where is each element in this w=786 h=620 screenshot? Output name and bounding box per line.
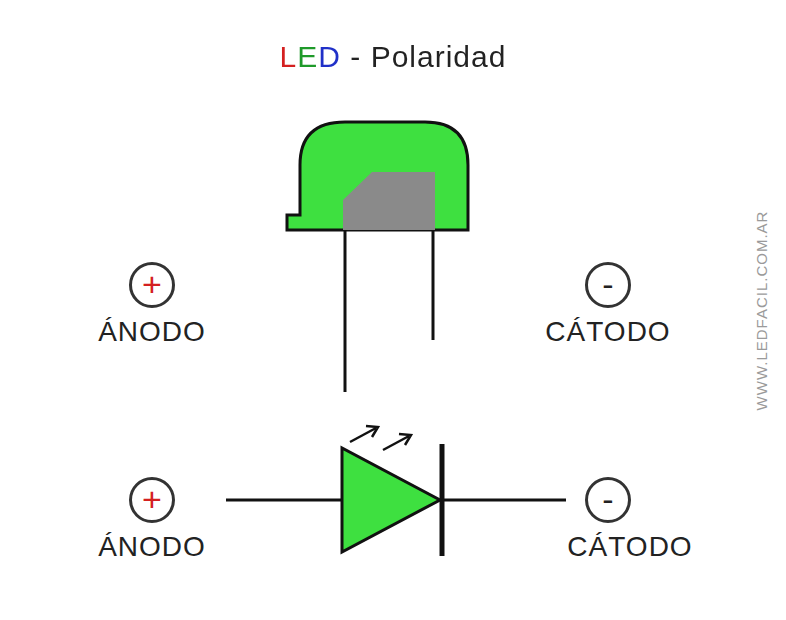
diagram-title: LED - Polaridad xyxy=(280,40,507,74)
led-die-anvil xyxy=(343,180,372,230)
light-arrows xyxy=(350,426,411,450)
polarity-sign: + xyxy=(142,267,162,301)
terminal-node: - CÁTODO xyxy=(508,262,708,348)
diode-bar xyxy=(440,444,445,556)
terminal-label: CÁTODO xyxy=(545,316,670,348)
terminal-label: ÁNODO xyxy=(98,316,206,348)
watermark: WWW.LEDFACIL.COM.AR xyxy=(754,210,771,410)
terminal-node: + ÁNODO xyxy=(52,477,252,563)
polarity-sign: + xyxy=(142,482,162,516)
polarity-circle: - xyxy=(585,477,631,523)
diode-triangle xyxy=(342,448,440,552)
polarity-circle: + xyxy=(129,262,175,308)
polarity-sign: - xyxy=(602,267,613,301)
terminal-node: - CÁTODO xyxy=(530,477,730,563)
terminal-label: ÁNODO xyxy=(98,531,206,563)
polarity-circle: + xyxy=(129,477,175,523)
polarity-sign: - xyxy=(602,482,613,516)
led-die xyxy=(343,172,435,230)
terminal-label: CÁTODO xyxy=(567,531,692,563)
cathode-leg xyxy=(432,230,435,340)
polarity-circle: - xyxy=(585,262,631,308)
led-body xyxy=(287,122,468,230)
anode-leg xyxy=(344,230,347,392)
terminal-node: + ÁNODO xyxy=(52,262,252,348)
cathode-wire xyxy=(440,499,566,502)
anode-wire xyxy=(226,499,342,502)
